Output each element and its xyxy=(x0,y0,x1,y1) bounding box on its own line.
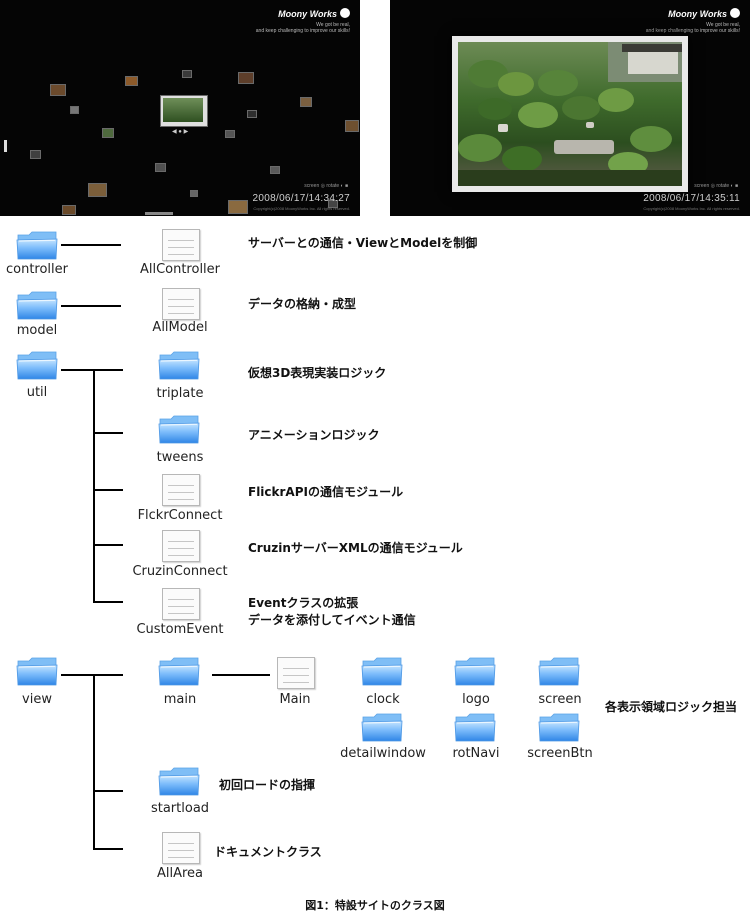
allarea-file-icon xyxy=(162,832,200,864)
copyright: Copyright(c)2008 MoonyWorks Inc. All rig… xyxy=(253,206,350,211)
main-label: main xyxy=(163,692,197,707)
screenbtn-folder-label: screenBtn xyxy=(527,746,593,761)
connector-line xyxy=(212,674,270,676)
allarea-description: ドキュメントクラス xyxy=(214,845,322,859)
scroll-indicator[interactable] xyxy=(145,212,173,215)
detailwindow-folder-icon xyxy=(361,712,403,742)
main-file-icon xyxy=(277,657,315,689)
util-tree-trunk xyxy=(93,369,95,603)
flckrconnect-file-icon xyxy=(162,474,200,506)
main-file-label: Main xyxy=(279,692,311,707)
rotnavi-folder-label: rotNavi xyxy=(452,746,500,761)
customevent-file-icon xyxy=(162,588,200,620)
clock-folder-icon xyxy=(361,656,403,686)
startload-description: 初回ロードの指揮 xyxy=(219,778,316,792)
customevent-label: CustomEvent xyxy=(136,622,224,637)
figure-caption: 図1：特設サイトのクラス図 xyxy=(305,899,445,912)
controller-folder-icon xyxy=(16,230,58,260)
screenshot-detail-window: Moony Works We got be real, and keep cha… xyxy=(390,0,750,216)
startload-folder-icon xyxy=(158,766,200,796)
allmodel-label: AllModel xyxy=(152,320,208,335)
screen-folder-icon xyxy=(538,656,580,686)
rotnavi-folder-icon xyxy=(454,712,496,742)
connector-line xyxy=(93,601,123,603)
util-folder-icon xyxy=(16,350,58,380)
connector-line xyxy=(61,369,123,371)
tagline: We got be real, xyxy=(706,22,740,28)
connector-line xyxy=(93,432,123,434)
triplate-description: 仮想3D表現実装ロジック xyxy=(248,366,387,380)
cruzinconnect-description: CruzinサーバーXMLの通信モジュール xyxy=(248,541,463,555)
flckrconnect-label: FlckrConnect xyxy=(137,508,223,523)
main-folder-icon xyxy=(158,656,200,686)
allcontroller-file-icon xyxy=(162,229,200,261)
logo-folder-icon xyxy=(454,656,496,686)
connector-line xyxy=(61,674,123,676)
moonyworks-logo: Moony Works xyxy=(668,8,740,19)
connector-line xyxy=(93,848,123,850)
screen-navigation[interactable]: screen ◎ rotate ◐ ■ xyxy=(304,183,348,189)
allcontroller-label: AllController xyxy=(139,262,221,277)
screen-navigation[interactable]: screen ◎ rotate ◐ ■ xyxy=(694,183,738,189)
connector-line xyxy=(61,305,121,307)
clock-folder-label: clock xyxy=(366,692,400,707)
screen-folder-label: screen xyxy=(538,692,582,707)
screenbtn-folder-icon xyxy=(538,712,580,742)
cruzinconnect-label: CruzinConnect xyxy=(132,564,228,579)
tagline: We got be real, xyxy=(316,22,350,28)
triplate-folder-icon xyxy=(158,350,200,380)
view-subfolders-description: 各表示領域ロジック担当 xyxy=(605,700,738,714)
detail-window[interactable] xyxy=(452,36,688,192)
model-folder-icon xyxy=(16,290,58,320)
util-label: util xyxy=(26,385,48,400)
tweens-folder-icon xyxy=(158,414,200,444)
connector-line xyxy=(93,790,123,792)
view-folder-icon xyxy=(16,656,58,686)
connector-line xyxy=(61,244,121,246)
tagline: and keep challenging to improve our skil… xyxy=(255,28,350,34)
model-description: データの格納・成型 xyxy=(248,297,357,311)
connector-line xyxy=(93,489,123,491)
tweens-description: アニメーションロジック xyxy=(248,428,380,442)
flckrconnect-description: FlickrAPIの通信モジュール xyxy=(248,485,404,499)
controller-label: controller xyxy=(5,262,69,277)
copyright: Copyright(c)2008 MoonyWorks Inc. All rig… xyxy=(643,206,740,211)
allmodel-file-icon xyxy=(162,288,200,320)
cruzinconnect-file-icon xyxy=(162,530,200,562)
logo-folder-label: logo xyxy=(462,692,490,707)
tweens-label: tweens xyxy=(156,450,204,465)
garden-photo xyxy=(458,42,682,186)
customevent-description-1: Eventクラスの拡張 xyxy=(248,596,359,610)
view-tree-trunk xyxy=(93,674,95,850)
detailwindow-folder-label: detailwindow xyxy=(340,746,426,761)
moonyworks-logo: Moony Works xyxy=(278,8,350,19)
clock-display: 2008/06/17/14:34:27 xyxy=(252,193,350,204)
view-label: view xyxy=(22,692,52,707)
controller-description: サーバーとの通信・ViewとModelを制御 xyxy=(248,236,478,250)
model-label: model xyxy=(16,323,58,338)
clock-display: 2008/06/17/14:35:11 xyxy=(643,193,740,204)
allarea-label: AllArea xyxy=(156,866,204,881)
customevent-description-2: データを添付してイベント通信 xyxy=(248,613,416,627)
startload-label: startload xyxy=(150,801,210,816)
triplate-label: triplate xyxy=(156,386,204,401)
tagline: and keep challenging to improve our skil… xyxy=(645,28,740,34)
screenshot-scattered-thumbnails: Moony Works We got be real, and keep cha… xyxy=(0,0,360,216)
connector-line xyxy=(93,544,123,546)
